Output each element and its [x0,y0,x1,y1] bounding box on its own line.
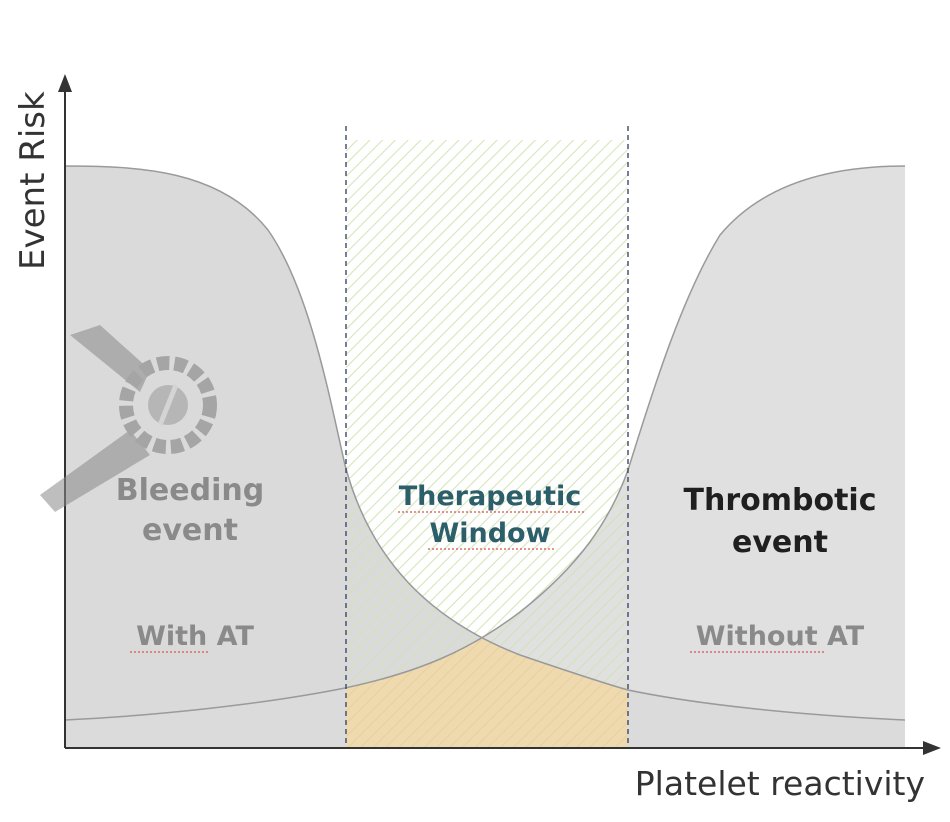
x-axis-label: Platelet reactivity [635,764,925,803]
left-subtitle: With AT [136,621,254,652]
right-title-line1: Thrombotic [684,483,877,518]
y-axis-arrow-icon [58,74,72,92]
gear-wrench-logo-icon [40,325,217,512]
bleeding-curve [64,165,906,721]
bleeding-risk-area [65,166,905,748]
y-axis-label: Event Risk [13,91,53,270]
right-subtitle: Without AT [696,621,865,652]
right-title-line2: event [732,525,828,560]
x-axis-arrow-icon [923,741,941,755]
left-title-line1: Bleeding [116,473,264,508]
center-title-line2: Window [429,518,550,549]
thrombotic-risk-area [65,166,905,748]
thrombotic-curve [64,165,906,721]
left-title-line2: event [142,513,238,548]
center-title-line1: Therapeutic [399,481,582,512]
